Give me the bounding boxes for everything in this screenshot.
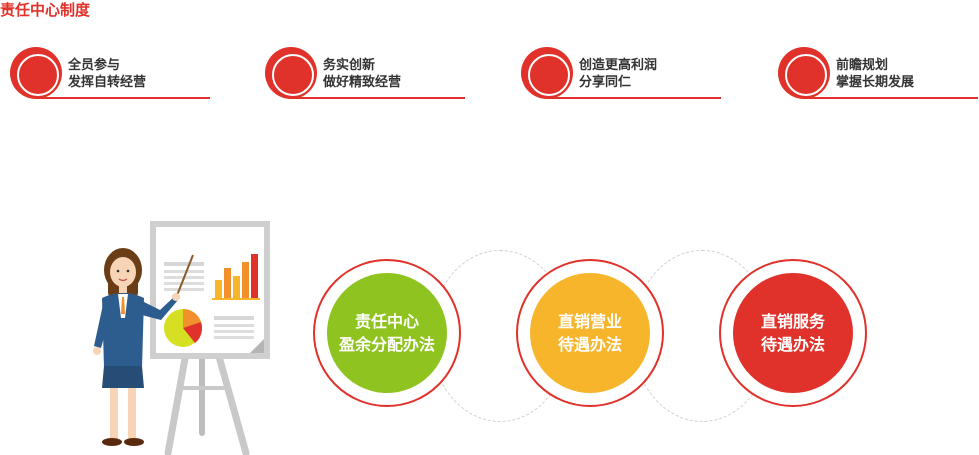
easel-stand — [164, 349, 250, 455]
method-circle-inner: 直销营业 待遇办法 — [530, 273, 650, 393]
method-line1: 责任中心 — [354, 312, 419, 331]
principle-item-3: 创造更高利润 分享同仁 — [521, 47, 721, 100]
principle-underline — [547, 97, 721, 99]
method-line1: 直销营业 — [557, 312, 622, 331]
method-line2: 盈余分配办法 — [338, 335, 435, 354]
principle-line2: 分享同仁 — [579, 75, 632, 90]
method-circle-profit-sharing: 责任中心 盈余分配办法 — [313, 259, 461, 407]
principle-line1: 前瞻规划 — [836, 58, 889, 73]
principle-item-2: 务实创新 做好精致经营 — [265, 47, 465, 100]
principle-underline — [291, 97, 465, 99]
method-circle-direct-sales: 直销营业 待遇办法 — [516, 259, 664, 407]
principle-badge-icon — [265, 47, 317, 99]
presenter-illustration — [93, 221, 270, 455]
principle-text: 全员参与 发挥自转经营 — [68, 57, 146, 91]
principle-badge-icon — [521, 47, 573, 99]
method-line2: 待遇办法 — [557, 335, 622, 354]
principle-badge-icon — [778, 47, 830, 99]
principle-item-1: 全员参与 发挥自转经营 — [10, 47, 210, 100]
bar-chart-icon — [212, 254, 260, 300]
principle-text: 创造更高利润 分享同仁 — [579, 57, 657, 91]
principle-item-4: 前瞻规划 掌握长期发展 — [778, 47, 978, 100]
principle-underline — [36, 97, 210, 99]
method-circle-inner: 责任中心 盈余分配办法 — [327, 273, 447, 393]
principle-line2: 发挥自转经营 — [68, 75, 147, 90]
principle-line2: 做好精致经营 — [323, 75, 402, 90]
principle-line1: 全员参与 — [68, 58, 121, 73]
method-line2: 待遇办法 — [760, 335, 825, 354]
principle-line1: 务实创新 — [323, 58, 376, 73]
principle-line1: 创造更高利润 — [579, 58, 658, 73]
method-circle-direct-service: 直销服务 待遇办法 — [719, 259, 867, 407]
method-circle-inner: 直销服务 待遇办法 — [733, 273, 853, 393]
page-title: 责任中心制度 — [0, 1, 91, 19]
pie-chart-icon — [164, 309, 203, 347]
principle-line2: 掌握长期发展 — [836, 75, 915, 90]
method-line1: 直销服务 — [760, 312, 825, 331]
principle-badge-icon — [10, 47, 62, 99]
principle-text: 务实创新 做好精致经营 — [323, 57, 401, 91]
principle-underline — [804, 97, 978, 99]
principle-text: 前瞻规划 掌握长期发展 — [836, 57, 914, 91]
presenter-woman — [93, 248, 194, 446]
